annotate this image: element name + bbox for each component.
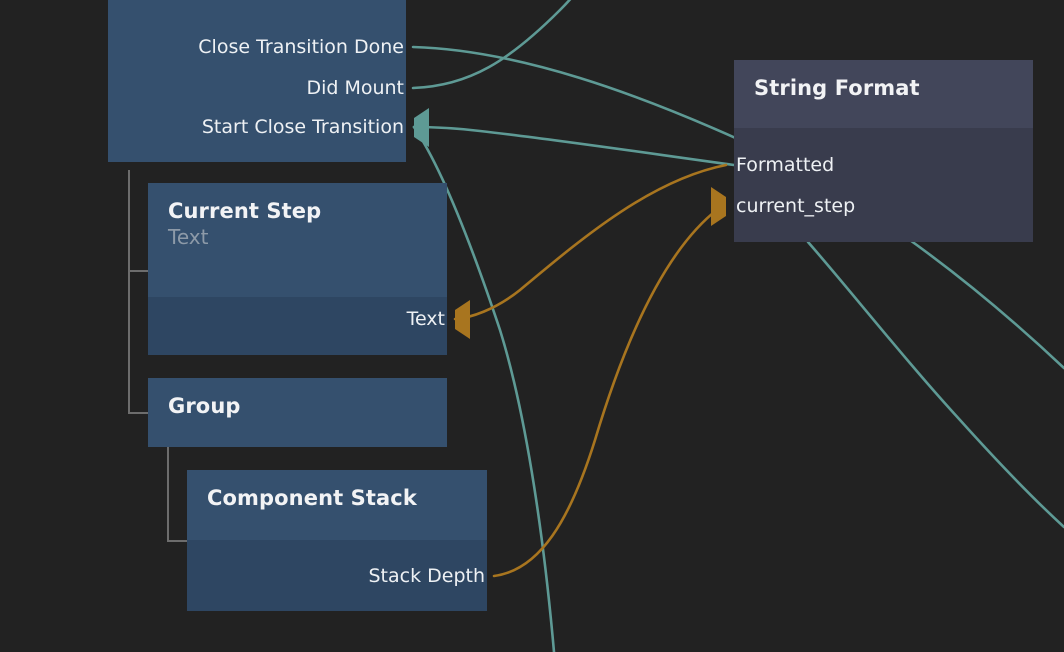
wire-string-format-bottom-to-offscreen[interactable] <box>806 240 1064 529</box>
node-body <box>148 297 447 355</box>
arrow-left-icon <box>414 107 429 147</box>
port-label: Text <box>406 307 445 330</box>
wire-formatted-out-to-current-step-text[interactable] <box>453 163 728 321</box>
hierarchy-guide-line <box>167 540 187 542</box>
arrow-left-icon <box>455 299 470 339</box>
node-body <box>734 128 1033 242</box>
port-formatted[interactable]: Formatted <box>734 153 834 177</box>
port-label: Stack Depth <box>368 564 485 587</box>
node-component-stack[interactable]: Component Stack Stack Depth <box>187 470 487 611</box>
wire-did-mount-to-offscreen[interactable] <box>411 0 592 90</box>
arrow-right-icon <box>711 186 726 226</box>
node-string-format[interactable]: String Format Formatted current_step <box>711 60 1033 242</box>
node-header: Component Stack <box>187 470 487 540</box>
node-header: Current Step Text <box>148 183 447 297</box>
port-text[interactable]: Text <box>406 299 470 339</box>
port-label: Did Mount <box>306 76 404 99</box>
port-start-close-transition[interactable]: Start Close Transition <box>201 107 429 147</box>
node-title: Group <box>168 394 241 418</box>
node-subtitle: Text <box>168 225 209 250</box>
port-label: Close Transition Done <box>198 35 404 58</box>
hierarchy-guide-line <box>167 445 169 542</box>
port-current-step[interactable]: current_step <box>711 186 856 226</box>
port-label: Start Close Transition <box>201 115 404 138</box>
node-group[interactable]: Group <box>148 378 447 447</box>
port-label: current_step <box>736 194 856 217</box>
node-header <box>108 0 406 162</box>
node-title: Component Stack <box>207 486 417 510</box>
node-title: String Format <box>754 76 920 100</box>
port-did-mount[interactable]: Did Mount <box>306 76 406 100</box>
hierarchy-guide-line <box>128 270 148 272</box>
node-header: String Format <box>734 60 1033 128</box>
node-current-step[interactable]: Current Step Text Text <box>148 183 470 355</box>
hierarchy-guide-line <box>128 412 148 414</box>
node-event-dispatcher[interactable]: Close Transition Done Did Mount Start Cl… <box>108 0 429 162</box>
hierarchy-guide-line <box>128 170 130 414</box>
port-close-transition-done[interactable]: Close Transition Done <box>198 35 406 59</box>
port-stack-depth[interactable]: Stack Depth <box>368 564 487 588</box>
wire-stack-depth-to-current-step-input[interactable] <box>492 207 720 578</box>
node-header: Group <box>148 378 447 447</box>
node-title: Current Step <box>168 199 322 223</box>
port-label: Formatted <box>736 153 835 176</box>
wire-formatted-to-start-close-transition[interactable] <box>412 125 736 167</box>
